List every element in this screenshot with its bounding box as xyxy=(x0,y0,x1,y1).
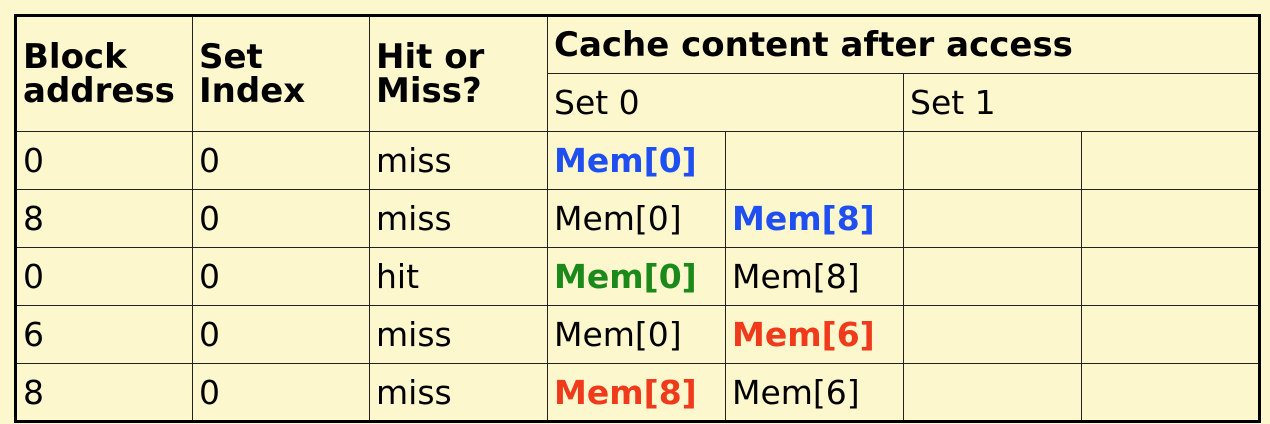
header-set-0: Set 0 xyxy=(547,73,904,132)
header-hit-or-miss-line2: Miss? xyxy=(376,71,482,111)
cache-slot-set1-way0 xyxy=(903,131,1082,190)
cache-slot-set1-way0 xyxy=(903,247,1082,306)
cache-slot-set1-way0 xyxy=(903,363,1082,422)
cache-slot-set0-way0: Mem[0] xyxy=(547,305,726,364)
cell-block-address: 8 xyxy=(15,189,193,248)
header-hit-or-miss: Hit or Miss? xyxy=(369,15,548,132)
cache-slot-set1-way1 xyxy=(1080,247,1261,306)
header-block-address-line1: Block xyxy=(23,37,127,77)
cache-slot-value: Mem[8] xyxy=(732,257,860,296)
cell-set-index: 0 xyxy=(192,305,370,364)
cache-slot-set1-way1 xyxy=(1080,131,1261,190)
header-cache-content: Cache content after access xyxy=(546,15,1261,74)
cell-set-index: 0 xyxy=(192,363,370,422)
header-set-index-line1: Set xyxy=(199,37,263,77)
cache-slot-value: Mem[6] xyxy=(732,372,860,412)
cache-slot-set0-way0: Mem[0] xyxy=(547,189,726,248)
cell-set-index: 0 xyxy=(192,131,370,190)
cache-slot-set0-way1: Mem[8] xyxy=(725,247,904,306)
cache-slot-set0-way1: Mem[6] xyxy=(725,305,904,364)
cache-slot-set0-way1 xyxy=(725,131,904,190)
header-hit-or-miss-line1: Hit or xyxy=(376,37,485,77)
cell-block-address: 8 xyxy=(15,363,193,422)
header-set-index: Set Index xyxy=(192,15,370,132)
header-set-1: Set 1 xyxy=(902,73,1261,132)
cache-slot-set0-way1: Mem[8] xyxy=(725,189,904,248)
cell-hit-or-miss: hit xyxy=(369,247,548,306)
header-block-address: Block address xyxy=(15,15,193,132)
cache-slot-set1-way1 xyxy=(1080,189,1261,248)
cache-slot-value: Mem[0] xyxy=(554,141,697,180)
cell-set-index: 0 xyxy=(192,189,370,248)
cell-hit-or-miss: miss xyxy=(369,131,548,190)
cell-hit-or-miss: miss xyxy=(369,305,548,364)
cache-slot-set1-way1 xyxy=(1080,363,1261,422)
cache-slot-set0-way0: Mem[8] xyxy=(547,363,726,422)
cell-hit-or-miss: miss xyxy=(369,189,548,248)
cell-block-address: 0 xyxy=(15,131,193,190)
cache-slot-value: Mem[0] xyxy=(554,257,697,296)
cache-slot-value: Mem[8] xyxy=(554,372,697,412)
header-block-address-line2: address xyxy=(23,71,175,111)
cache-slot-set0-way0: Mem[0] xyxy=(547,247,726,306)
cache-slot-set1-way0 xyxy=(903,189,1082,248)
cell-block-address: 0 xyxy=(15,247,193,306)
cell-block-address: 6 xyxy=(15,305,193,364)
cache-slot-value: Mem[0] xyxy=(554,315,682,354)
header-set-index-line2: Index xyxy=(199,71,306,111)
cache-slot-value: Mem[8] xyxy=(732,199,875,238)
cell-set-index: 0 xyxy=(192,247,370,306)
cache-slot-set0-way1: Mem[6] xyxy=(725,363,904,422)
cache-slot-set1-way0 xyxy=(903,305,1082,364)
cache-slot-value: Mem[0] xyxy=(554,199,682,238)
cache-slot-set0-way0: Mem[0] xyxy=(547,131,726,190)
cache-slot-set1-way1 xyxy=(1080,305,1261,364)
cell-hit-or-miss: miss xyxy=(369,363,548,422)
cache-access-table: Block address Set Index Hit or Miss? Cac… xyxy=(14,14,1262,423)
cache-slot-value: Mem[6] xyxy=(732,315,875,354)
